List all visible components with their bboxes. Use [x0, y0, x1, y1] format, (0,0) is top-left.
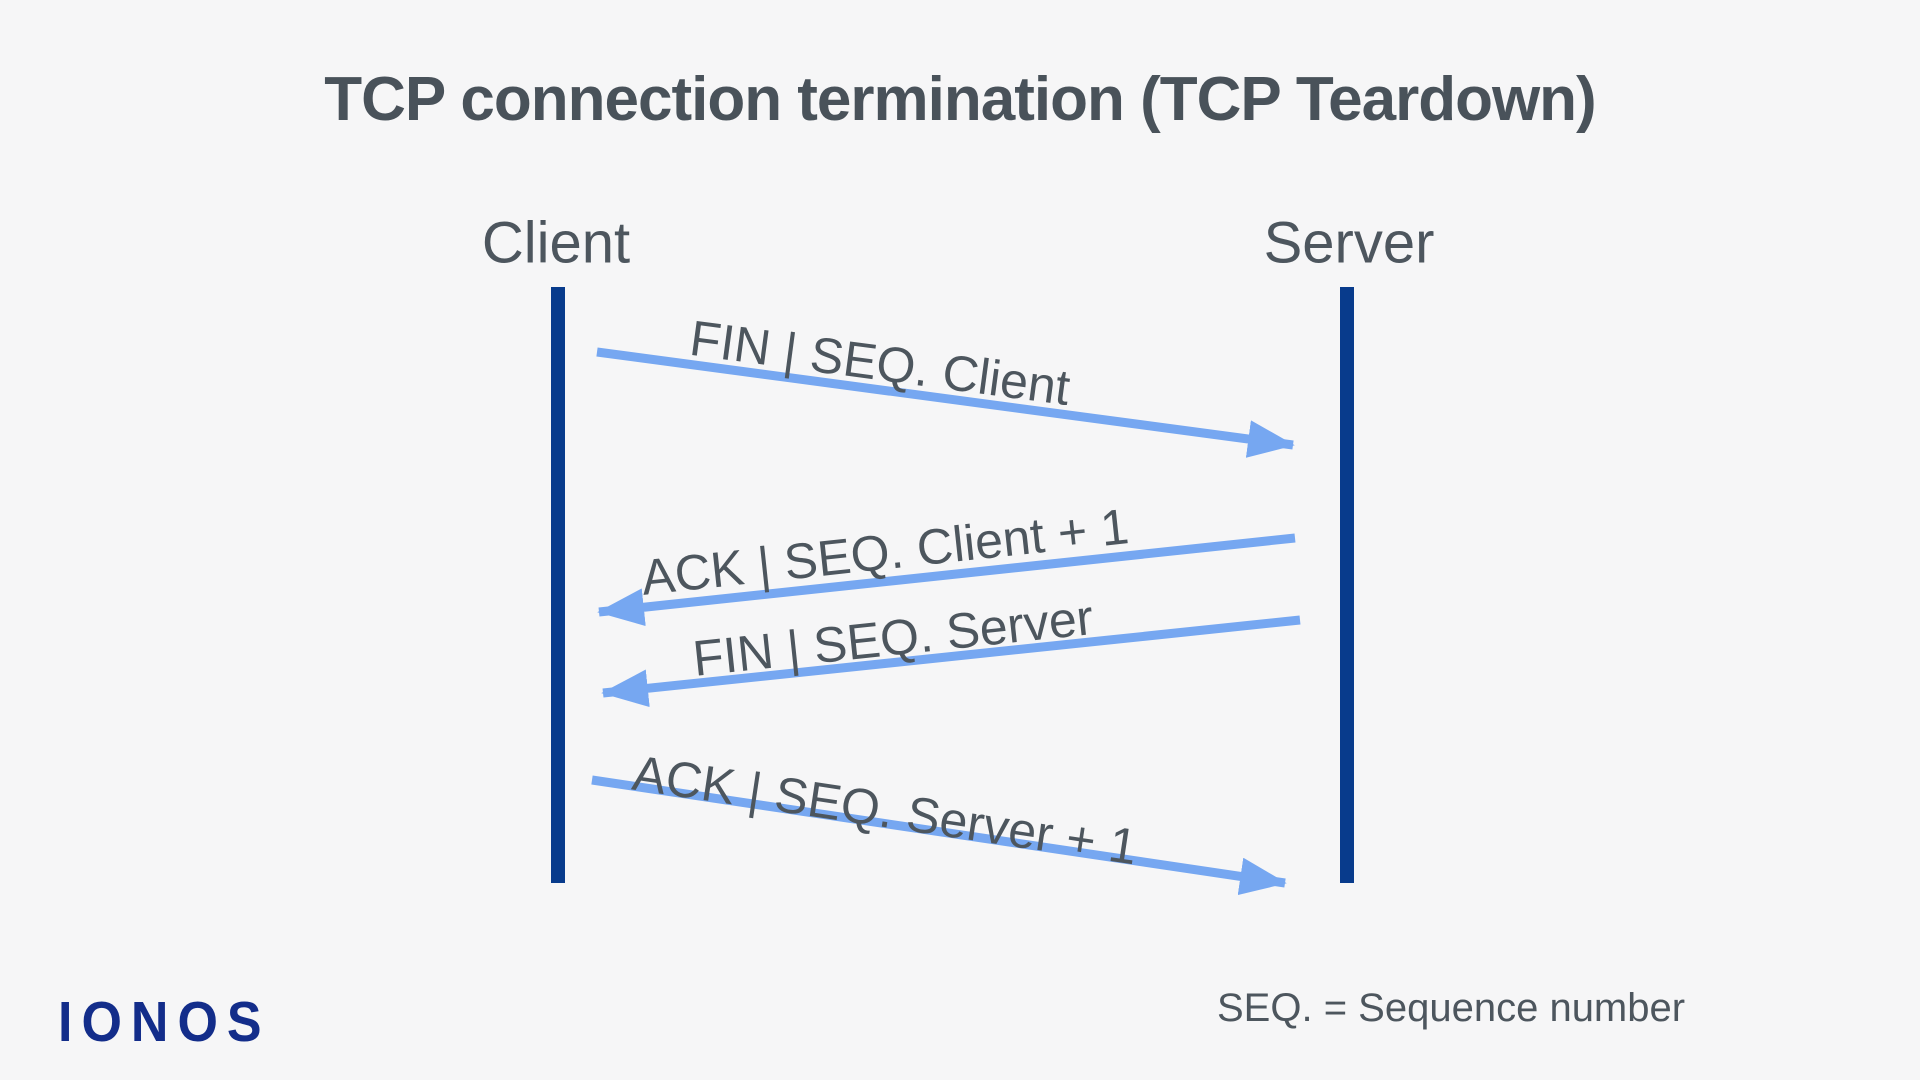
arrow-fin-server-to-client — [601, 615, 1301, 708]
arrow-fin-client-to-server — [596, 347, 1295, 458]
actor-label-server: Server — [1263, 210, 1435, 276]
page-title: TCP connection termination (TCP Teardown… — [324, 65, 1596, 134]
ionos-logo: IONOS — [58, 991, 271, 1054]
client-lifeline-bar — [551, 287, 565, 883]
arrow-ack-client-to-server — [591, 775, 1287, 896]
arrow-ack-server-to-client — [597, 533, 1296, 627]
server-lifeline-bar — [1340, 287, 1354, 883]
actor-label-client: Client — [481, 210, 631, 276]
seq-legend-text: SEQ. = Sequence number — [1217, 986, 1686, 1030]
